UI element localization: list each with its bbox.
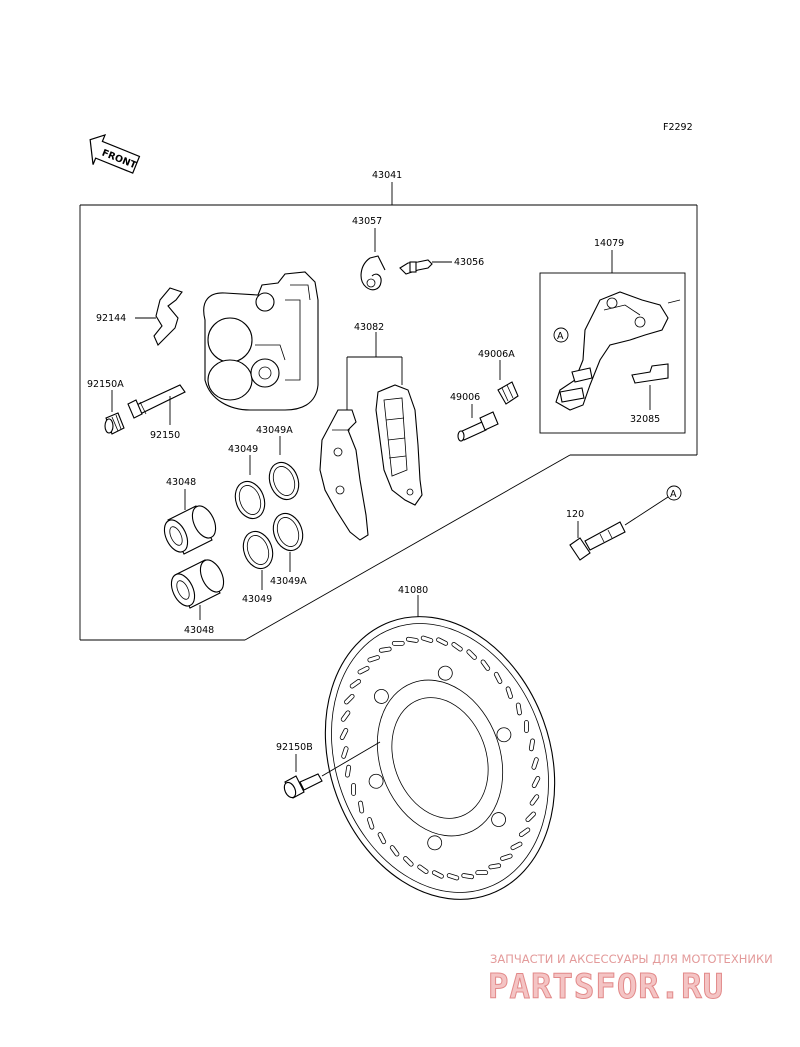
disc-vent-slot <box>367 655 380 663</box>
disc-vent-slot <box>515 702 522 716</box>
caliper-assembly-box <box>79 204 698 641</box>
disc-vent-slot <box>358 800 365 814</box>
disc-vent-slot <box>518 827 531 837</box>
caliper-bracket: A <box>553 291 681 411</box>
label-boot-a: 49006A <box>478 349 515 360</box>
disc-vent-slot <box>339 728 349 740</box>
ref-a-label: A <box>557 331 564 342</box>
pin-part <box>457 411 499 442</box>
piston-top <box>163 505 217 555</box>
disc-vent-slot <box>531 757 539 770</box>
disc-vent-slot <box>510 841 523 851</box>
disc-vent-slot <box>505 686 513 699</box>
seal-a-top <box>268 461 300 501</box>
disc-vent-slot <box>351 783 356 796</box>
label-seal-a-1: 43049A <box>256 425 293 436</box>
disc-vent-slot <box>493 671 503 684</box>
label-bolt: 120 <box>566 509 584 520</box>
bracket-pad-part <box>631 363 669 384</box>
boot-a-part <box>497 381 519 405</box>
disc-vent-slot <box>389 845 400 857</box>
watermark-subtitle: ЗАПЧАСТИ И АКСЕССУАРЫ ДЛЯ МОТОТЕХНИКИ <box>490 952 773 966</box>
disc-vent-slot <box>367 817 375 830</box>
label-pad-set: 43082 <box>354 322 384 333</box>
disc-vent-slot <box>403 856 414 867</box>
disc-mount-hole <box>491 812 506 827</box>
disc-vent-slot <box>475 870 489 876</box>
label-pad-spring: 92144 <box>96 313 126 324</box>
disc-vent-slot <box>525 811 536 823</box>
label-caliper-assy: 43041 <box>372 170 402 181</box>
label-piston-1: 43048 <box>166 477 196 488</box>
ref-a-bolt-circle <box>666 485 682 501</box>
disc-vent-slot <box>436 637 449 646</box>
label-disc-bolt: 92150B <box>276 742 313 753</box>
pad-spring-part <box>153 287 183 346</box>
label-seal-2: 43049 <box>242 594 272 605</box>
ref-a-bolt-label: A <box>670 489 677 500</box>
disc-vent-slot <box>531 776 541 788</box>
disc-vent-slot <box>488 863 502 870</box>
disc-vent-slot <box>480 659 491 671</box>
boot-part <box>104 412 125 435</box>
disc-vent-slot <box>391 640 405 646</box>
bolt-part <box>569 496 669 561</box>
bleeder-valve-part <box>399 259 452 275</box>
disc-vent-slot <box>357 665 370 675</box>
seal-bottom <box>242 530 274 570</box>
disc-vent-slot <box>344 693 355 705</box>
bracket-box <box>539 272 686 434</box>
disc-mount-hole <box>496 727 512 743</box>
disc-vent-slot <box>417 864 429 875</box>
ref-a-circle <box>553 327 569 343</box>
disc-bolt-part <box>283 741 381 799</box>
disc-vent-slot <box>349 679 362 689</box>
label-seal-1: 43049 <box>228 444 258 455</box>
disc-vent-slot <box>500 853 513 861</box>
label-bracket-pad: 32085 <box>630 414 660 425</box>
watermark-logo: ЗАПЧАСТИ И АКСЕССУАРЫ ДЛЯ МОТОТЕХНИКИ PA… <box>488 952 773 1008</box>
disc-vent-slot <box>420 635 434 643</box>
disc-vent-slot <box>524 720 529 733</box>
disc-mount-hole <box>374 689 389 704</box>
disc-vent-slot <box>340 710 351 722</box>
label-boot: 92150A <box>87 379 124 390</box>
label-pin: 49006 <box>450 392 480 403</box>
seal-a-bottom <box>272 512 304 552</box>
caliper-body <box>203 271 319 411</box>
disc-vent-slot <box>377 832 387 845</box>
label-bleeder-valve: 43056 <box>454 257 484 268</box>
label-pad-pin: 92150 <box>150 430 180 441</box>
disc-vent-slot <box>431 870 444 879</box>
label-bracket: 14079 <box>594 238 624 249</box>
front-arrow-icon: FRONT <box>89 133 141 174</box>
disc-vent-slot <box>466 649 477 660</box>
disc-vent-slot <box>528 738 535 752</box>
disc-vent-slot <box>378 646 392 653</box>
figure-code: F2292 <box>663 122 693 133</box>
disc-vent-slot <box>446 873 460 881</box>
disc-vent-slot <box>405 636 419 643</box>
bleeder-cap-part <box>360 255 386 291</box>
pad-pin-part <box>127 384 186 419</box>
label-disc: 41080 <box>398 585 428 596</box>
piston-bottom <box>170 559 225 609</box>
brake-disc <box>324 616 556 900</box>
label-seal-a-2: 43049A <box>270 576 307 587</box>
disc-vent-slot <box>341 746 349 759</box>
brake-pad-inner <box>375 384 423 506</box>
brake-pad-outer <box>319 409 369 541</box>
watermark-brand: PARTSFOR.RU <box>488 967 724 1007</box>
seal-top <box>234 480 266 520</box>
disc-mount-hole <box>437 665 453 681</box>
disc-vent-slot <box>451 641 463 652</box>
disc-vent-slot <box>529 794 540 806</box>
disc-vent-slot <box>345 764 352 778</box>
disc-mount-hole <box>427 835 443 851</box>
disc-mount-hole <box>368 773 384 789</box>
label-bleeder-cap: 43057 <box>352 216 382 227</box>
disc-vent-slot <box>461 873 475 880</box>
label-piston-2: 43048 <box>184 625 214 636</box>
